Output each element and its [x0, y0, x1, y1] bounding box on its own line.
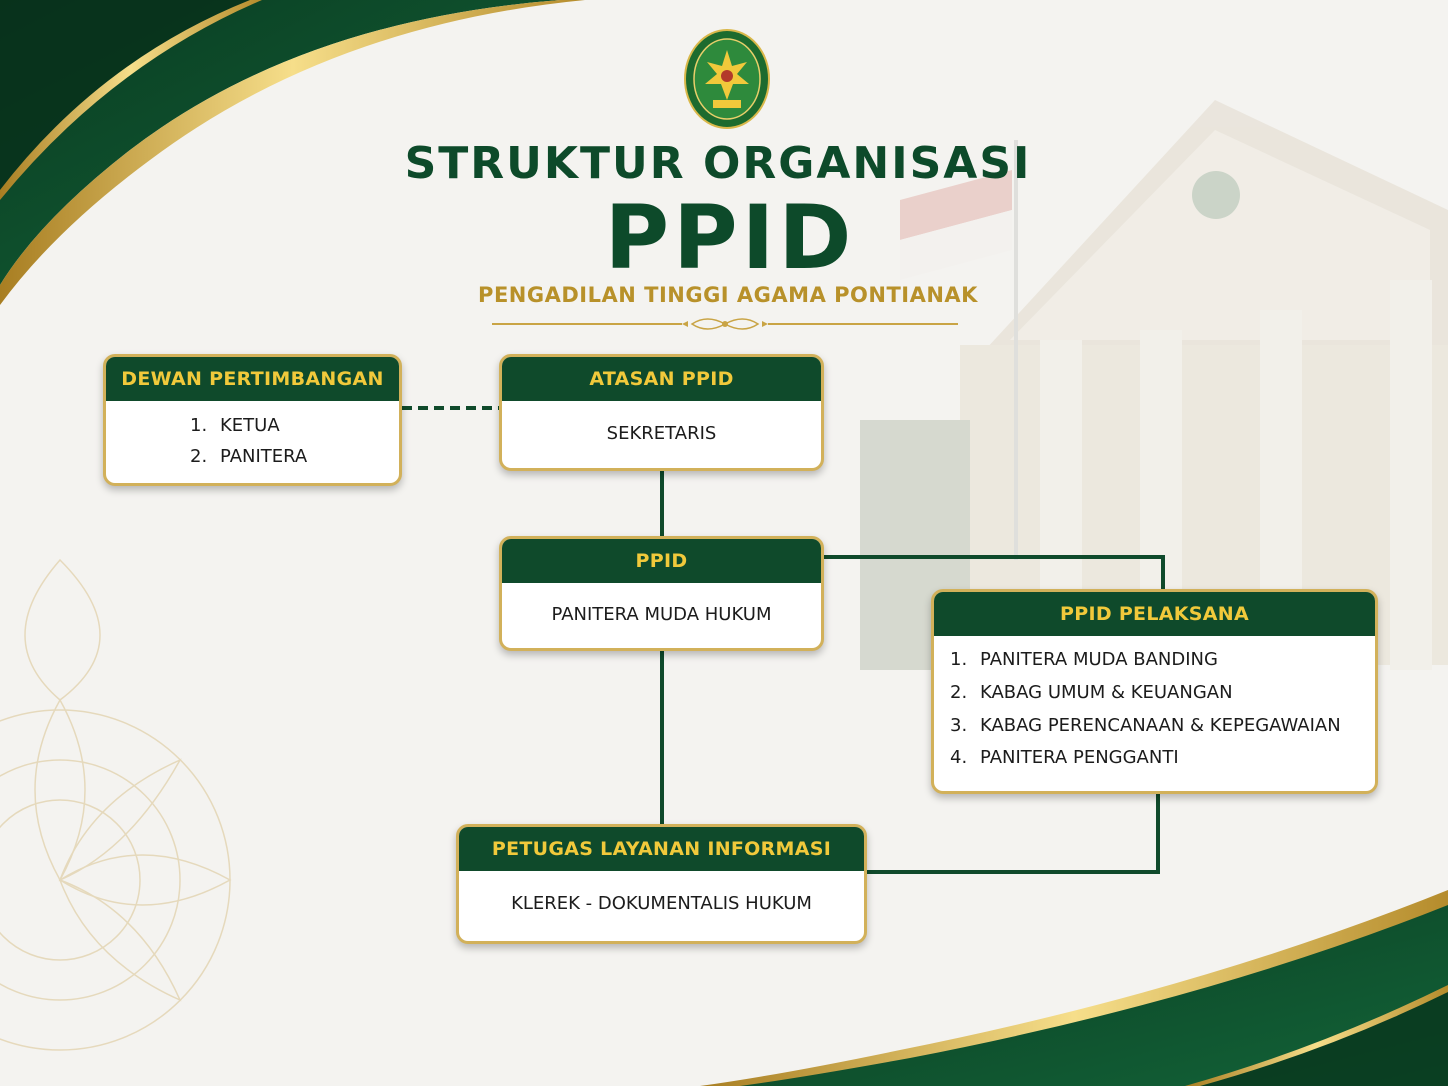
box-dewan-pertimbangan: DEWAN PERTIMBANGAN 1. KETUA 2. PANITERA — [103, 354, 402, 486]
pelaksana-member-list: 1. PANITERA MUDA BANDING 2. KABAG UMUM &… — [950, 649, 1375, 779]
top-left-green-swoosh — [0, 0, 560, 285]
list-item: 2. PANITERA — [190, 446, 308, 467]
ornamental-divider — [492, 318, 958, 330]
box-atasan-title: ATASAN PPID — [502, 357, 821, 401]
box-pelaksana-title: PPID PELAKSANA — [934, 592, 1375, 636]
box-atasan-ppid: ATASAN PPID SEKRETARIS — [499, 354, 824, 471]
list-item: 2. KABAG UMUM & KEUANGAN — [950, 682, 1233, 703]
top-left-gold-trim — [0, 0, 585, 305]
floral-ornament — [0, 558, 232, 1051]
box-ppid: PPID PANITERA MUDA HUKUM — [499, 536, 824, 651]
title-struktur-organisasi: STRUKTUR ORGANISASI — [404, 138, 1032, 189]
connectors — [402, 406, 1165, 874]
box-petugas-layanan-informasi: PETUGAS LAYANAN INFORMASI KLEREK - DOKUM… — [456, 824, 867, 944]
list-item: 3. KABAG PERENCANAAN & KEPEGAWAIAN — [950, 715, 1341, 736]
box-petugas-title: PETUGAS LAYANAN INFORMASI — [459, 827, 864, 871]
box-ppid-pelaksana: PPID PELAKSANA 1. PANITERA MUDA BANDING … — [931, 589, 1378, 794]
bottom-right-green-swoosh — [740, 905, 1448, 1086]
subtitle-institution: PENGADILAN TINGGI AGAMA PONTIANAK — [478, 283, 978, 307]
court-emblem-logo — [684, 29, 770, 129]
box-dewan-title: DEWAN PERTIMBANGAN — [106, 357, 399, 401]
list-item: 1. KETUA — [190, 415, 280, 436]
connector-pelaksana-petugas — [866, 793, 1160, 874]
box-atasan-body: SEKRETARIS — [606, 423, 717, 444]
list-item: 1. PANITERA MUDA BANDING — [950, 649, 1218, 670]
box-ppid-body: PANITERA MUDA HUKUM — [551, 604, 772, 625]
connector-ppid-pelaksana — [823, 555, 1165, 590]
title-ppid: PPID — [604, 186, 856, 289]
box-ppid-title: PPID — [502, 539, 821, 583]
box-petugas-body: KLEREK - DOKUMENTALIS HUKUM — [511, 893, 812, 914]
list-item: 4. PANITERA PENGGANTI — [950, 747, 1179, 768]
dewan-member-list: 1. KETUA 2. PANITERA — [190, 415, 399, 477]
